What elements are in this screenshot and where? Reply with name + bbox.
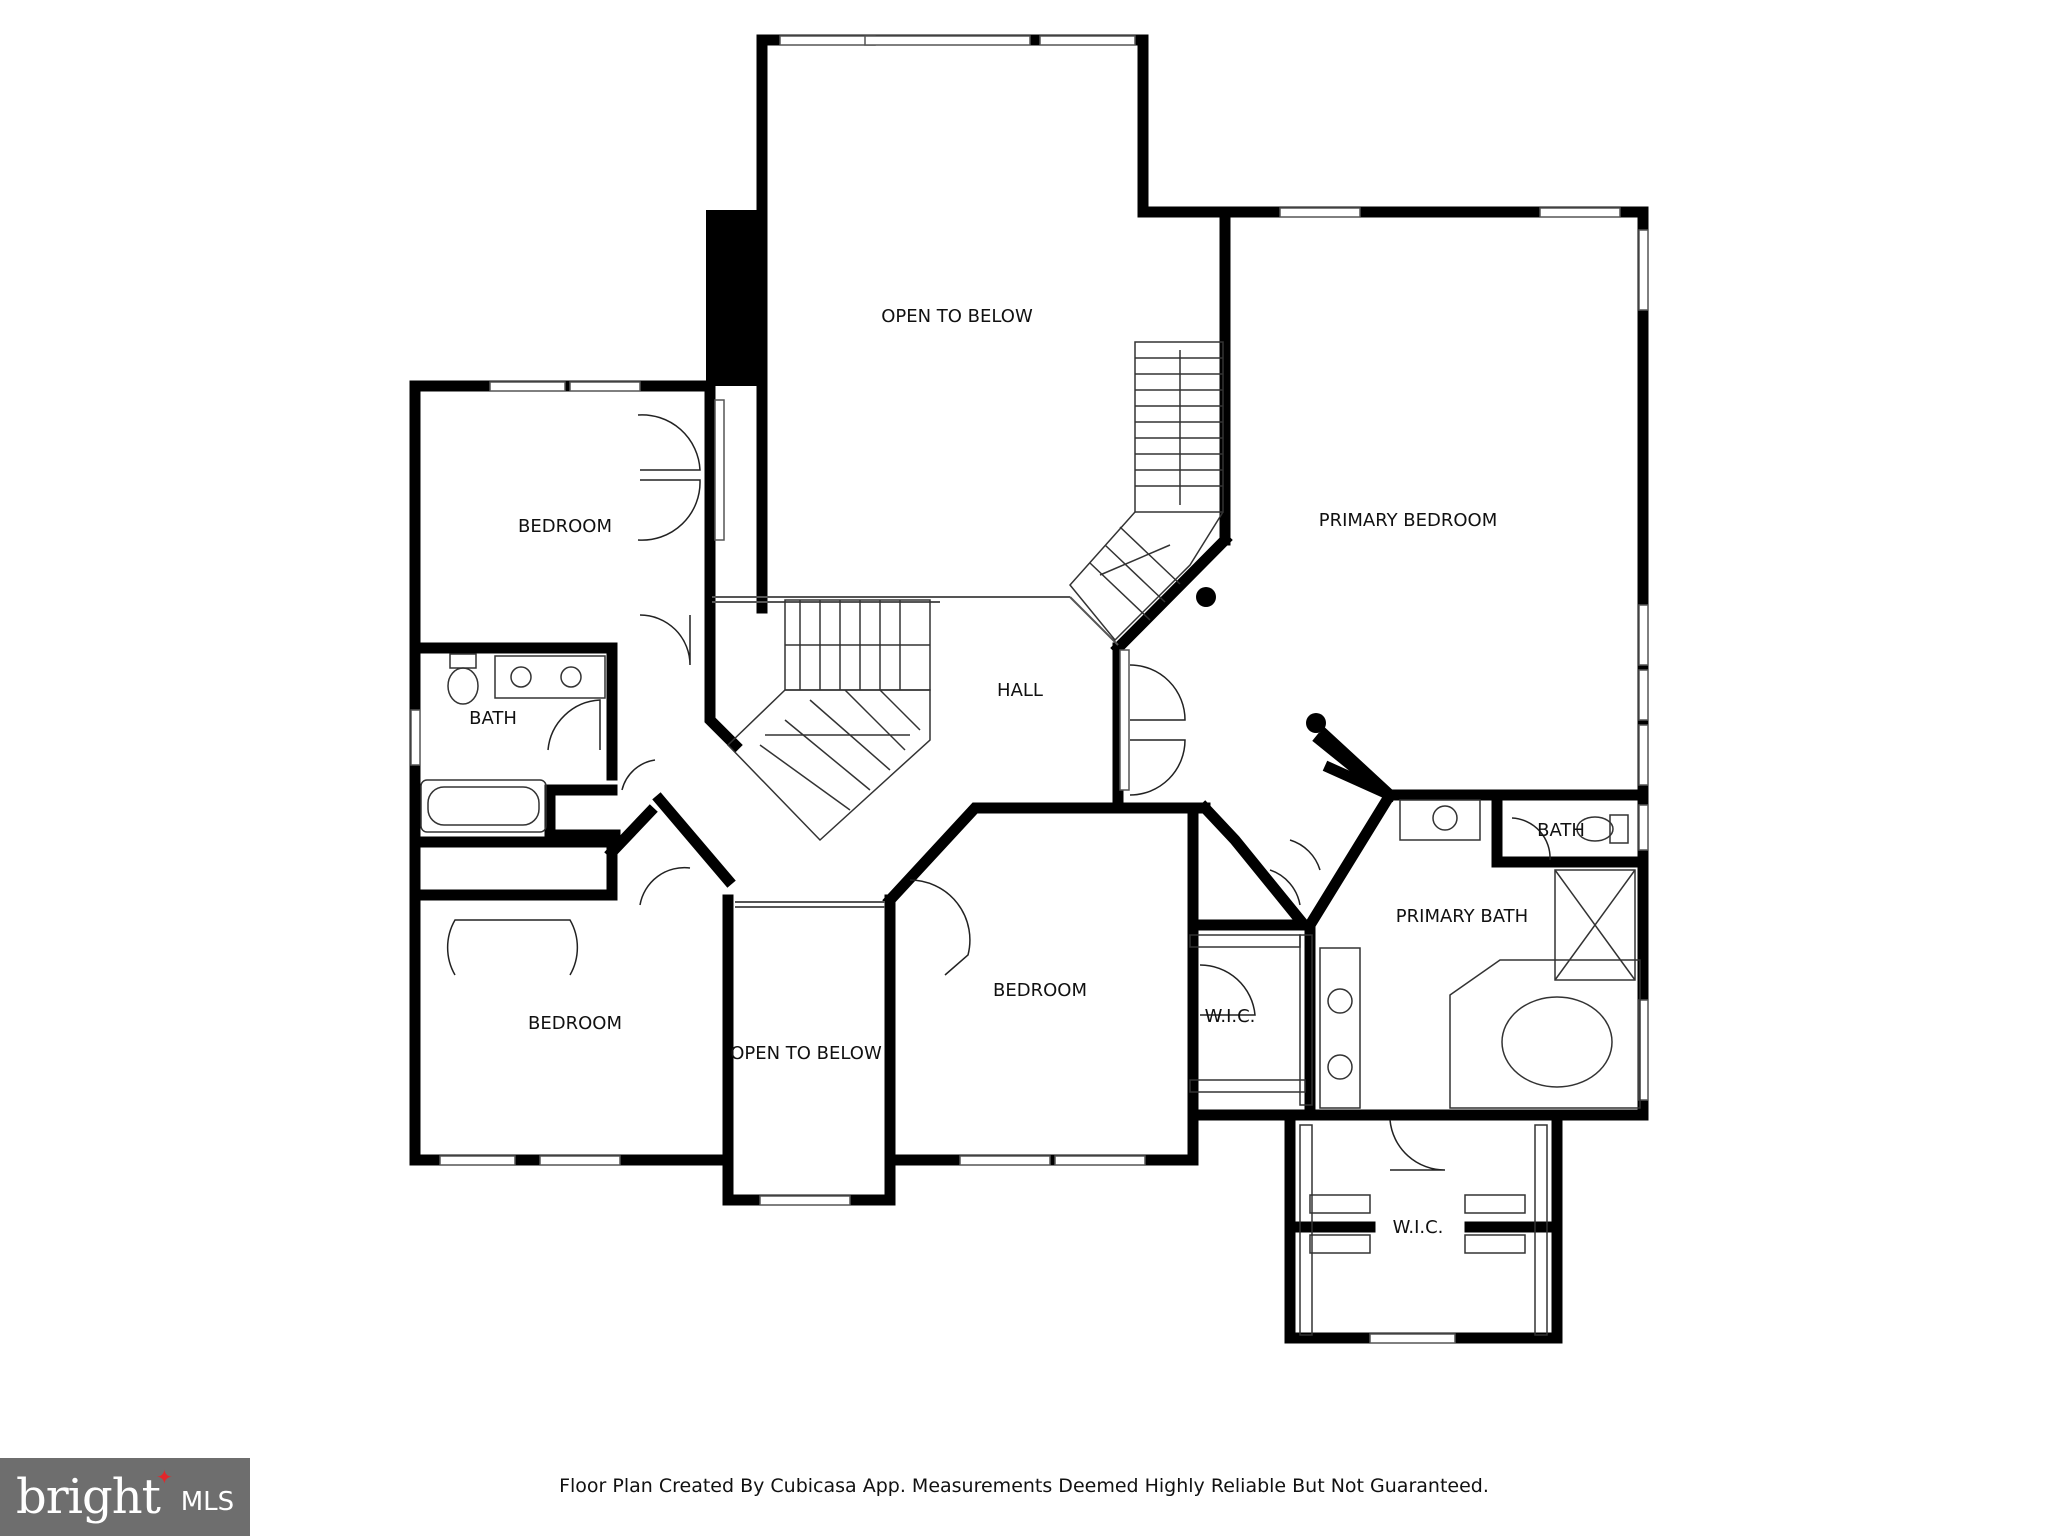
label-primary-bedroom: PRIMARY BEDROOM bbox=[1319, 510, 1498, 531]
windows bbox=[410, 35, 1649, 1344]
railings bbox=[712, 596, 1119, 908]
label-bath-east: BATH bbox=[1537, 820, 1585, 841]
logo-text: bright bbox=[16, 1469, 161, 1525]
label-hall: HALL bbox=[997, 680, 1043, 701]
label-wic-small: W.I.C. bbox=[1205, 1006, 1256, 1027]
label-bedroom-sw: BEDROOM bbox=[528, 1013, 622, 1034]
staircase bbox=[726, 341, 1224, 842]
label-bath-west: BATH bbox=[469, 708, 517, 729]
walls bbox=[409, 34, 1649, 1344]
column-marker bbox=[1196, 587, 1216, 607]
label-open-below-bottom: OPEN TO BELOW bbox=[730, 1043, 882, 1064]
logo-accent-icon: ✦ bbox=[155, 1465, 173, 1489]
label-wic-large: W.I.C. bbox=[1393, 1217, 1444, 1238]
doors bbox=[446, 414, 1551, 1171]
label-primary-bath: PRIMARY BATH bbox=[1396, 906, 1528, 927]
room-labels: OPEN TO BELOW PRIMARY BEDROOM BEDROOM BA… bbox=[469, 306, 1585, 1238]
chimney bbox=[706, 210, 758, 386]
label-open-below-top: OPEN TO BELOW bbox=[881, 306, 1033, 327]
disclaimer-caption: Floor Plan Created By Cubicasa App. Meas… bbox=[559, 1475, 1489, 1497]
logo-suffix: MLS bbox=[180, 1487, 235, 1517]
column-marker bbox=[1306, 713, 1326, 733]
bright-mls-logo: bright ✦ MLS bbox=[0, 1458, 250, 1536]
label-bedroom-nw: BEDROOM bbox=[518, 516, 612, 537]
label-bedroom-south: BEDROOM bbox=[993, 980, 1087, 1001]
fixtures bbox=[420, 653, 1641, 1336]
